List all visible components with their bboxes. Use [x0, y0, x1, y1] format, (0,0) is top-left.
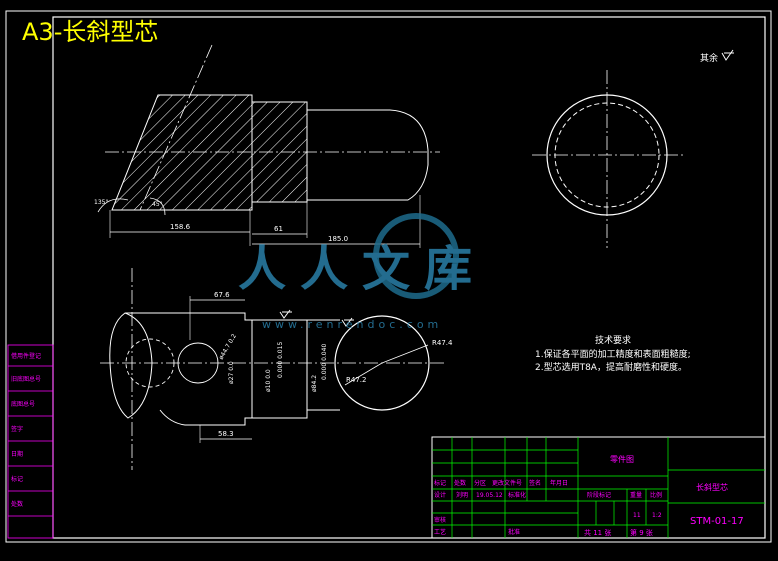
side-table-cell-2: 旧底图总号	[11, 375, 41, 383]
tb-mark: 标记	[434, 479, 446, 487]
dim-61: 61	[274, 225, 283, 233]
tb-drawing-no: STM-01-17	[690, 516, 744, 527]
angle-arc-left	[97, 198, 129, 213]
tb-stage: 阶段标记	[587, 491, 611, 499]
radius-line-2	[344, 362, 383, 386]
tb-designer: 刘明	[456, 491, 468, 499]
side-table-cell-5: 日期	[11, 450, 23, 458]
dim-d44: ø44.7 0.2	[218, 333, 238, 361]
roughness-note: 其余	[700, 52, 718, 64]
tb-zone: 分区	[474, 479, 486, 487]
tb-date-h: 年月日	[550, 479, 568, 487]
front-section-view: 135° 45° 158.6 61 185.0	[94, 44, 440, 248]
watermark-circle	[373, 213, 459, 299]
hidden-circle-2	[177, 342, 219, 384]
inner-border	[52, 16, 766, 539]
angle-label-left: 135°	[94, 199, 108, 206]
tb-change-doc: 更改文件号	[492, 479, 522, 487]
end-view	[532, 70, 685, 248]
tb-standard: 标准化	[508, 491, 526, 499]
dim-tol-2: 0.000 0.040	[321, 344, 328, 380]
tb-weight: 重量	[630, 491, 642, 499]
roughness-symbol-icon-2	[279, 309, 292, 319]
tb-approve: 批准	[508, 528, 520, 536]
roughness-symbol-icon	[721, 49, 734, 61]
tb-weight-val: 11	[633, 512, 641, 519]
dim-58-3: 58.3	[218, 430, 234, 438]
drawing-title: A3-长斜型芯	[22, 18, 158, 46]
radius-line-1	[381, 344, 429, 364]
tb-part-name: 长斜型芯	[696, 482, 728, 492]
dim-185: 185.0	[328, 235, 348, 243]
dim-d10: ø10 0.0	[265, 369, 272, 392]
top-view: R47.4 R47.2 67.6 58.3 ø44.7 0.2 ø27 0.0 …	[100, 268, 453, 470]
side-table-cell-4: 签字	[11, 425, 23, 433]
side-table-cell-1: 借用件登记	[11, 352, 41, 360]
bottom-body-outline	[125, 312, 253, 426]
outer-border	[5, 10, 772, 543]
watermark-url: www.renrendoc.com	[262, 318, 442, 331]
dim-tol-1: 0.000 0.015	[277, 342, 284, 378]
tb-count: 处数	[454, 479, 466, 487]
right-circle	[334, 315, 430, 411]
watermark-text: 人人文库	[238, 241, 486, 297]
dim-r47-4: R47.4	[432, 339, 453, 347]
tb-sheet: 第 9 张	[630, 528, 653, 537]
watermark: 人人文库 www.renrendoc.com	[238, 213, 486, 331]
angle-label-right: 45°	[152, 201, 163, 208]
left-lens	[109, 312, 153, 419]
tech-req-line1: 1.保证各平面的加工精度和表面粗糙度;	[535, 348, 691, 360]
tech-req-line2: 2.型芯选用T8A，提高耐磨性和硬度。	[535, 361, 687, 373]
angled-body-hatch	[111, 94, 253, 211]
tb-date: 19.05.12	[476, 492, 503, 499]
dim-67-6: 67.6	[214, 291, 230, 299]
tb-check: 审核	[434, 516, 446, 524]
tb-scale: 比例	[650, 491, 662, 499]
dim-d27: ø27 0.0	[228, 361, 235, 384]
tb-process: 工艺	[434, 528, 446, 536]
tb-sign: 签名	[529, 479, 541, 487]
side-table-cell-6: 标记	[11, 475, 23, 483]
roughness-symbol-icon-3	[341, 317, 354, 327]
rounded-end	[307, 109, 429, 201]
dim-158: 158.6	[170, 223, 191, 231]
title-block: 标记 处数 分区 更改文件号 签名 年月日 设计 刘明 19.05.12 标准化…	[431, 436, 766, 539]
side-table-cell-7: 处数	[11, 500, 23, 508]
dim-d84: ø84.2	[311, 375, 318, 392]
angled-axis	[139, 44, 213, 211]
tb-drawing-type: 零件图	[610, 454, 634, 464]
angle-arc-right	[149, 197, 166, 216]
tb-scale-val: 1:2	[652, 512, 662, 519]
tb-design: 设计	[434, 491, 446, 499]
side-table-cell-3: 底图总号	[11, 400, 35, 408]
tb-sheets: 共 11 张	[584, 528, 611, 537]
hidden-circle-1	[125, 338, 175, 388]
tech-req-heading: 技术要求	[595, 334, 631, 346]
side-table: 借用件登记 旧底图总号 底图总号 签字 日期 标记 处数	[7, 344, 54, 539]
middle-rect	[251, 319, 308, 419]
dim-r47-2: R47.2	[346, 376, 366, 384]
